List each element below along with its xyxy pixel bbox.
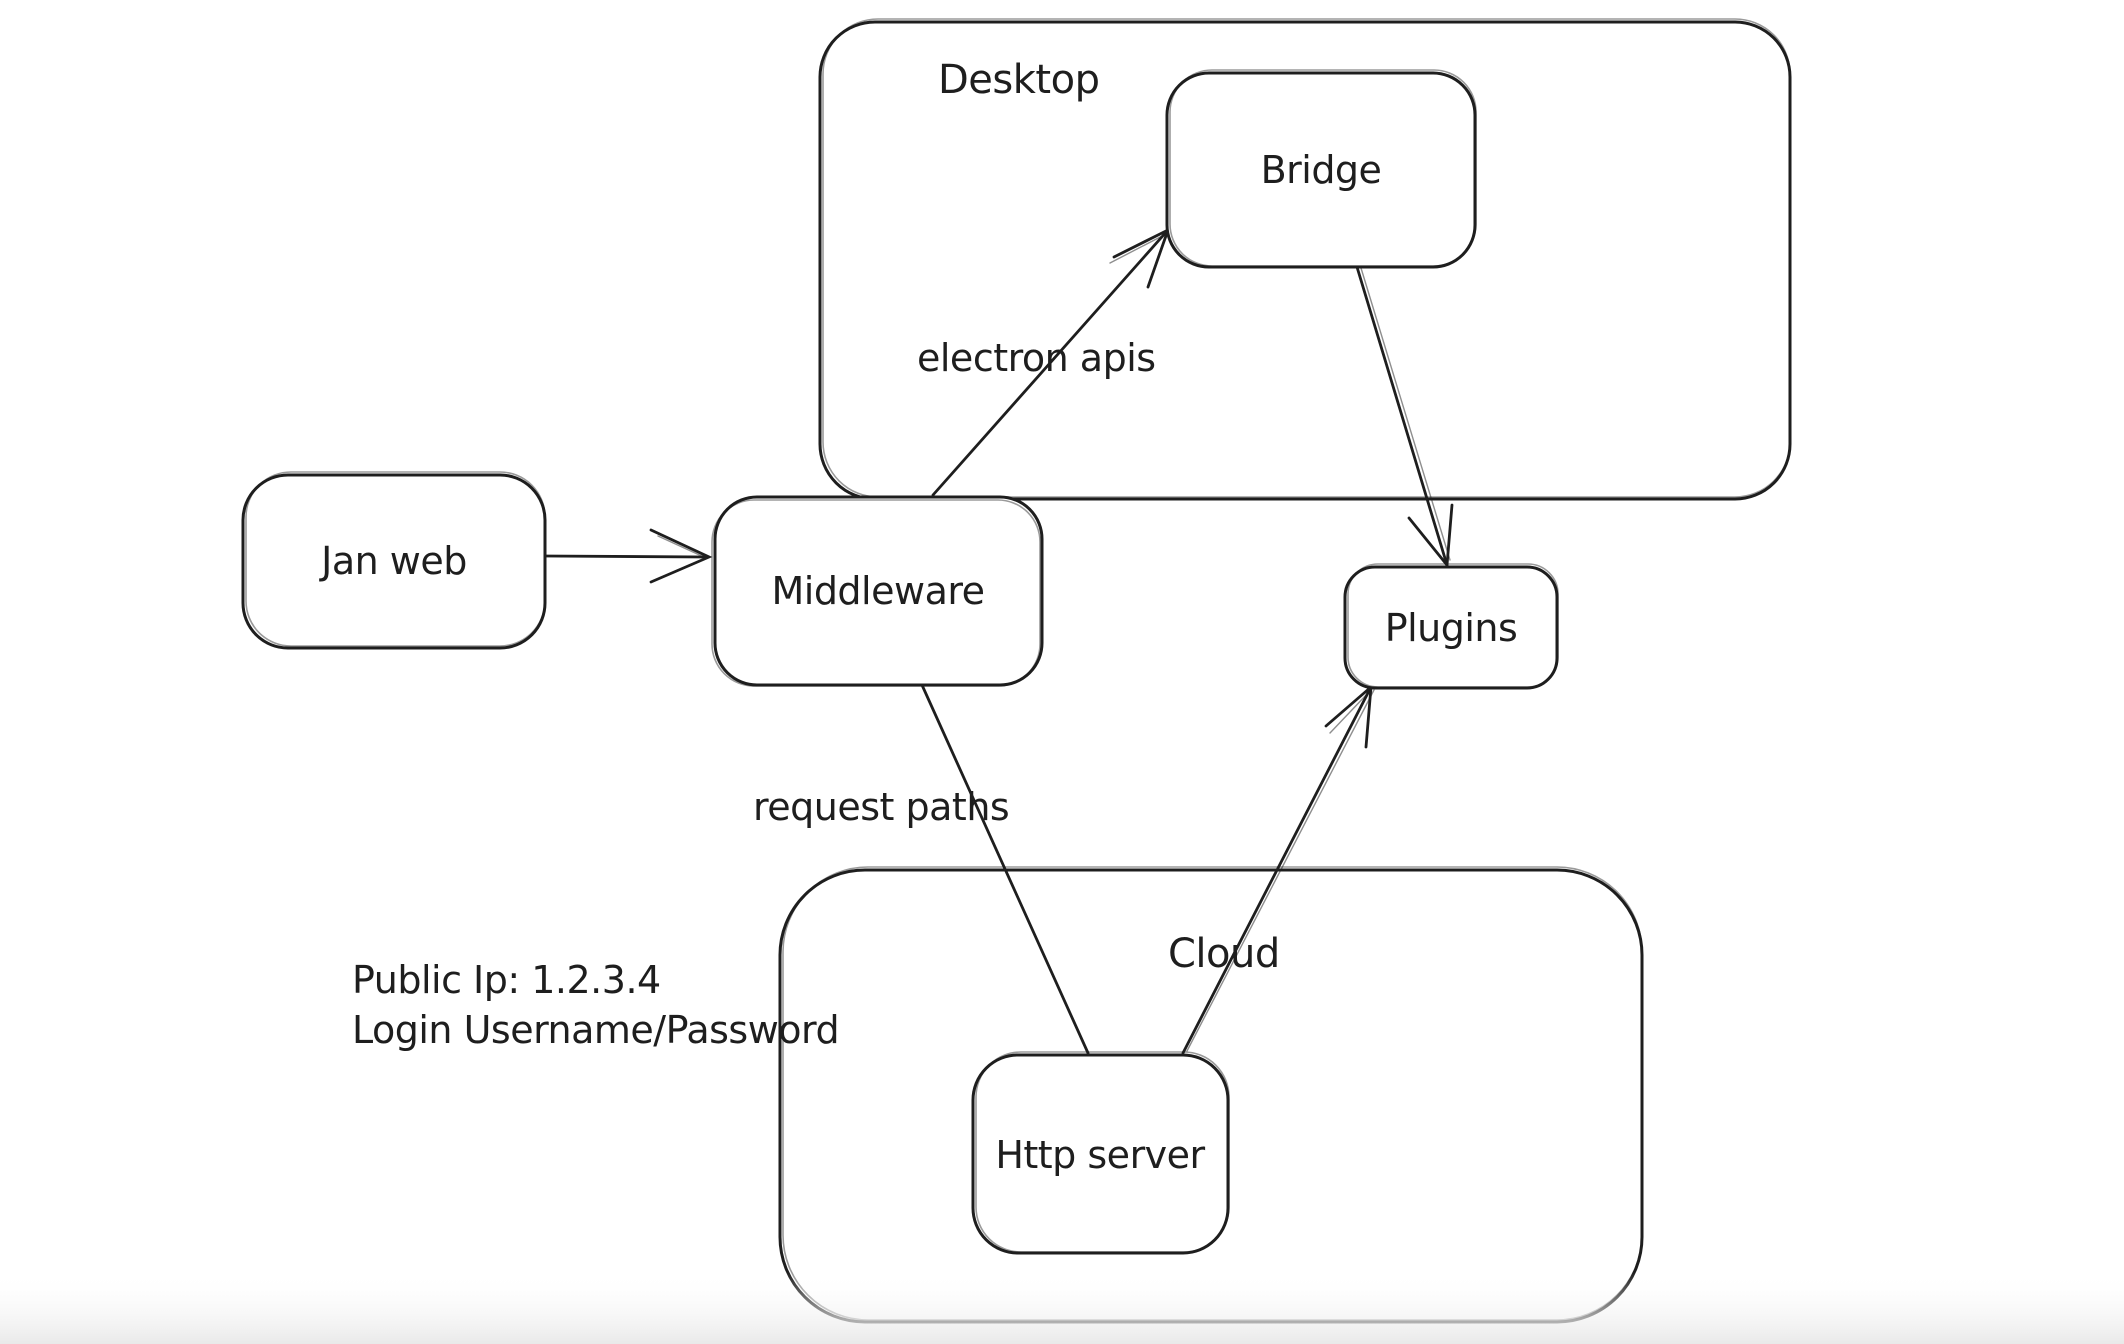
node-plugins-box[interactable] bbox=[1343, 565, 1559, 690]
edge-bridge-plugins-line[interactable] bbox=[1355, 265, 1449, 567]
canvas-bottom-fade bbox=[0, 1272, 2124, 1344]
edge-httpserver-plugins-arrowhead-echo bbox=[1329, 691, 1370, 734]
edge-httpserver-plugins[interactable] bbox=[1181, 683, 1375, 1055]
node-http-server-box[interactable] bbox=[971, 1053, 1230, 1255]
edge-label-request-paths[interactable]: request paths bbox=[753, 785, 1010, 829]
edge-httpserver-plugins-line-echo bbox=[1186, 689, 1375, 1052]
cloud-container-label[interactable]: Cloud bbox=[1168, 931, 1280, 977]
node-jan-web-label: Jan web bbox=[319, 539, 467, 583]
edge-middleware-httpserver[interactable] bbox=[920, 683, 1090, 1055]
node-http-server-label: Http server bbox=[995, 1133, 1205, 1177]
desktop-container-outline[interactable] bbox=[818, 20, 1792, 501]
edge-bridge-plugins[interactable] bbox=[1355, 265, 1454, 569]
edge-label-electron-apis[interactable]: electron apis bbox=[917, 336, 1156, 380]
node-plugins[interactable]: Plugins bbox=[1343, 563, 1559, 690]
node-bridge-box[interactable] bbox=[1165, 71, 1477, 269]
node-jan-web-box-echo bbox=[245, 471, 546, 647]
node-http-server-box-echo bbox=[975, 1051, 1230, 1253]
edge-bridge-plugins-line-echo bbox=[1360, 267, 1451, 561]
annotation-credentials[interactable]: Public Ip: 1.2.3.4 Login Username/Passwo… bbox=[352, 958, 840, 1052]
node-middleware-box[interactable] bbox=[713, 495, 1044, 687]
edge-bridge-plugins-arrowhead-icon bbox=[1407, 503, 1454, 569]
node-bridge[interactable]: Bridge bbox=[1165, 69, 1477, 269]
edge-middleware-bridge-line[interactable] bbox=[931, 228, 1170, 497]
node-http-server[interactable]: Http server bbox=[971, 1051, 1230, 1255]
node-plugins-box-echo bbox=[1347, 563, 1559, 688]
edge-janweb-middleware-line[interactable] bbox=[543, 554, 709, 559]
node-bridge-box-echo bbox=[1169, 69, 1477, 267]
node-middleware-label: Middleware bbox=[771, 569, 984, 613]
edge-middleware-httpserver-line[interactable] bbox=[920, 683, 1090, 1055]
edge-janweb-middleware[interactable] bbox=[543, 528, 713, 584]
node-middleware[interactable]: Middleware bbox=[711, 495, 1044, 687]
desktop-container-outline-echo bbox=[822, 18, 1791, 498]
annotation-login[interactable]: Login Username/Password bbox=[352, 1008, 840, 1052]
node-middleware-box-echo bbox=[711, 499, 1041, 687]
node-plugins-label: Plugins bbox=[1385, 606, 1518, 650]
node-jan-web[interactable]: Jan web bbox=[241, 471, 547, 650]
edge-httpserver-plugins-line[interactable] bbox=[1181, 685, 1373, 1055]
node-bridge-label: Bridge bbox=[1261, 148, 1382, 192]
annotation-public-ip[interactable]: Public Ip: 1.2.3.4 bbox=[352, 958, 661, 1002]
node-jan-web-box[interactable] bbox=[241, 473, 547, 650]
edge-janweb-middleware-arrowhead-echo bbox=[657, 535, 708, 579]
desktop-container[interactable]: Desktop bbox=[818, 18, 1792, 501]
desktop-container-label: Desktop bbox=[938, 57, 1099, 103]
edge-middleware-bridge-arrowhead-echo bbox=[1109, 233, 1167, 264]
